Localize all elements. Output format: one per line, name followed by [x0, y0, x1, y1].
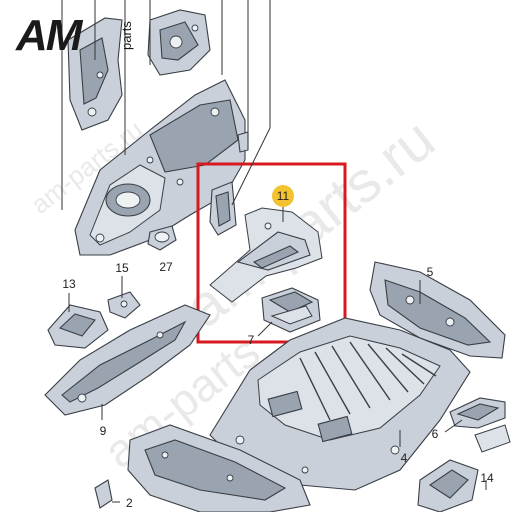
- callout-6-label[interactable]: 6: [432, 427, 439, 441]
- side-bracket: [449, 397, 511, 453]
- callout-9-label[interactable]: 9: [100, 424, 107, 438]
- floor-pan: [209, 317, 471, 491]
- bracket-part: [261, 287, 321, 333]
- rear-cross-member: [369, 261, 506, 359]
- logo-suffix: parts: [119, 21, 134, 50]
- callout-2-label[interactable]: 2: [126, 496, 133, 510]
- callout-4-label[interactable]: 4: [401, 451, 408, 465]
- callout-27-label[interactable]: 27: [159, 260, 173, 274]
- am-parts-logo: AM parts: [15, 11, 134, 60]
- highlighted-bracket-part: [209, 207, 323, 303]
- upper-bracket-panel: [147, 9, 211, 76]
- callout-14-label[interactable]: 14: [480, 471, 494, 485]
- logo-brand: AM: [15, 11, 84, 60]
- sill-panel: [127, 424, 311, 512]
- callout-11-marker: [272, 185, 294, 207]
- small-clip-part: [94, 479, 113, 509]
- front-bracket: [47, 304, 109, 349]
- wheel-arch-panel: [74, 79, 249, 256]
- callout-13-label[interactable]: 13: [62, 277, 76, 291]
- longitudinal-member: [44, 304, 211, 416]
- highlight-frame: [196, 162, 347, 344]
- grommet-part: [147, 225, 177, 251]
- callout-5-label[interactable]: 5: [427, 265, 434, 279]
- floor-ribs: [299, 341, 437, 421]
- small-bracket: [209, 181, 237, 236]
- small-mount-bracket: [107, 291, 141, 319]
- callout-11[interactable]: 11: [272, 185, 294, 207]
- rear-corner-panel: [417, 459, 479, 512]
- callout-11-label: 11: [277, 189, 290, 203]
- callout-15-label[interactable]: 15: [115, 261, 129, 275]
- inner-pillar-panel: [67, 17, 123, 131]
- leader-lines: [61, 0, 487, 503]
- callout-7-label[interactable]: 7: [248, 333, 255, 347]
